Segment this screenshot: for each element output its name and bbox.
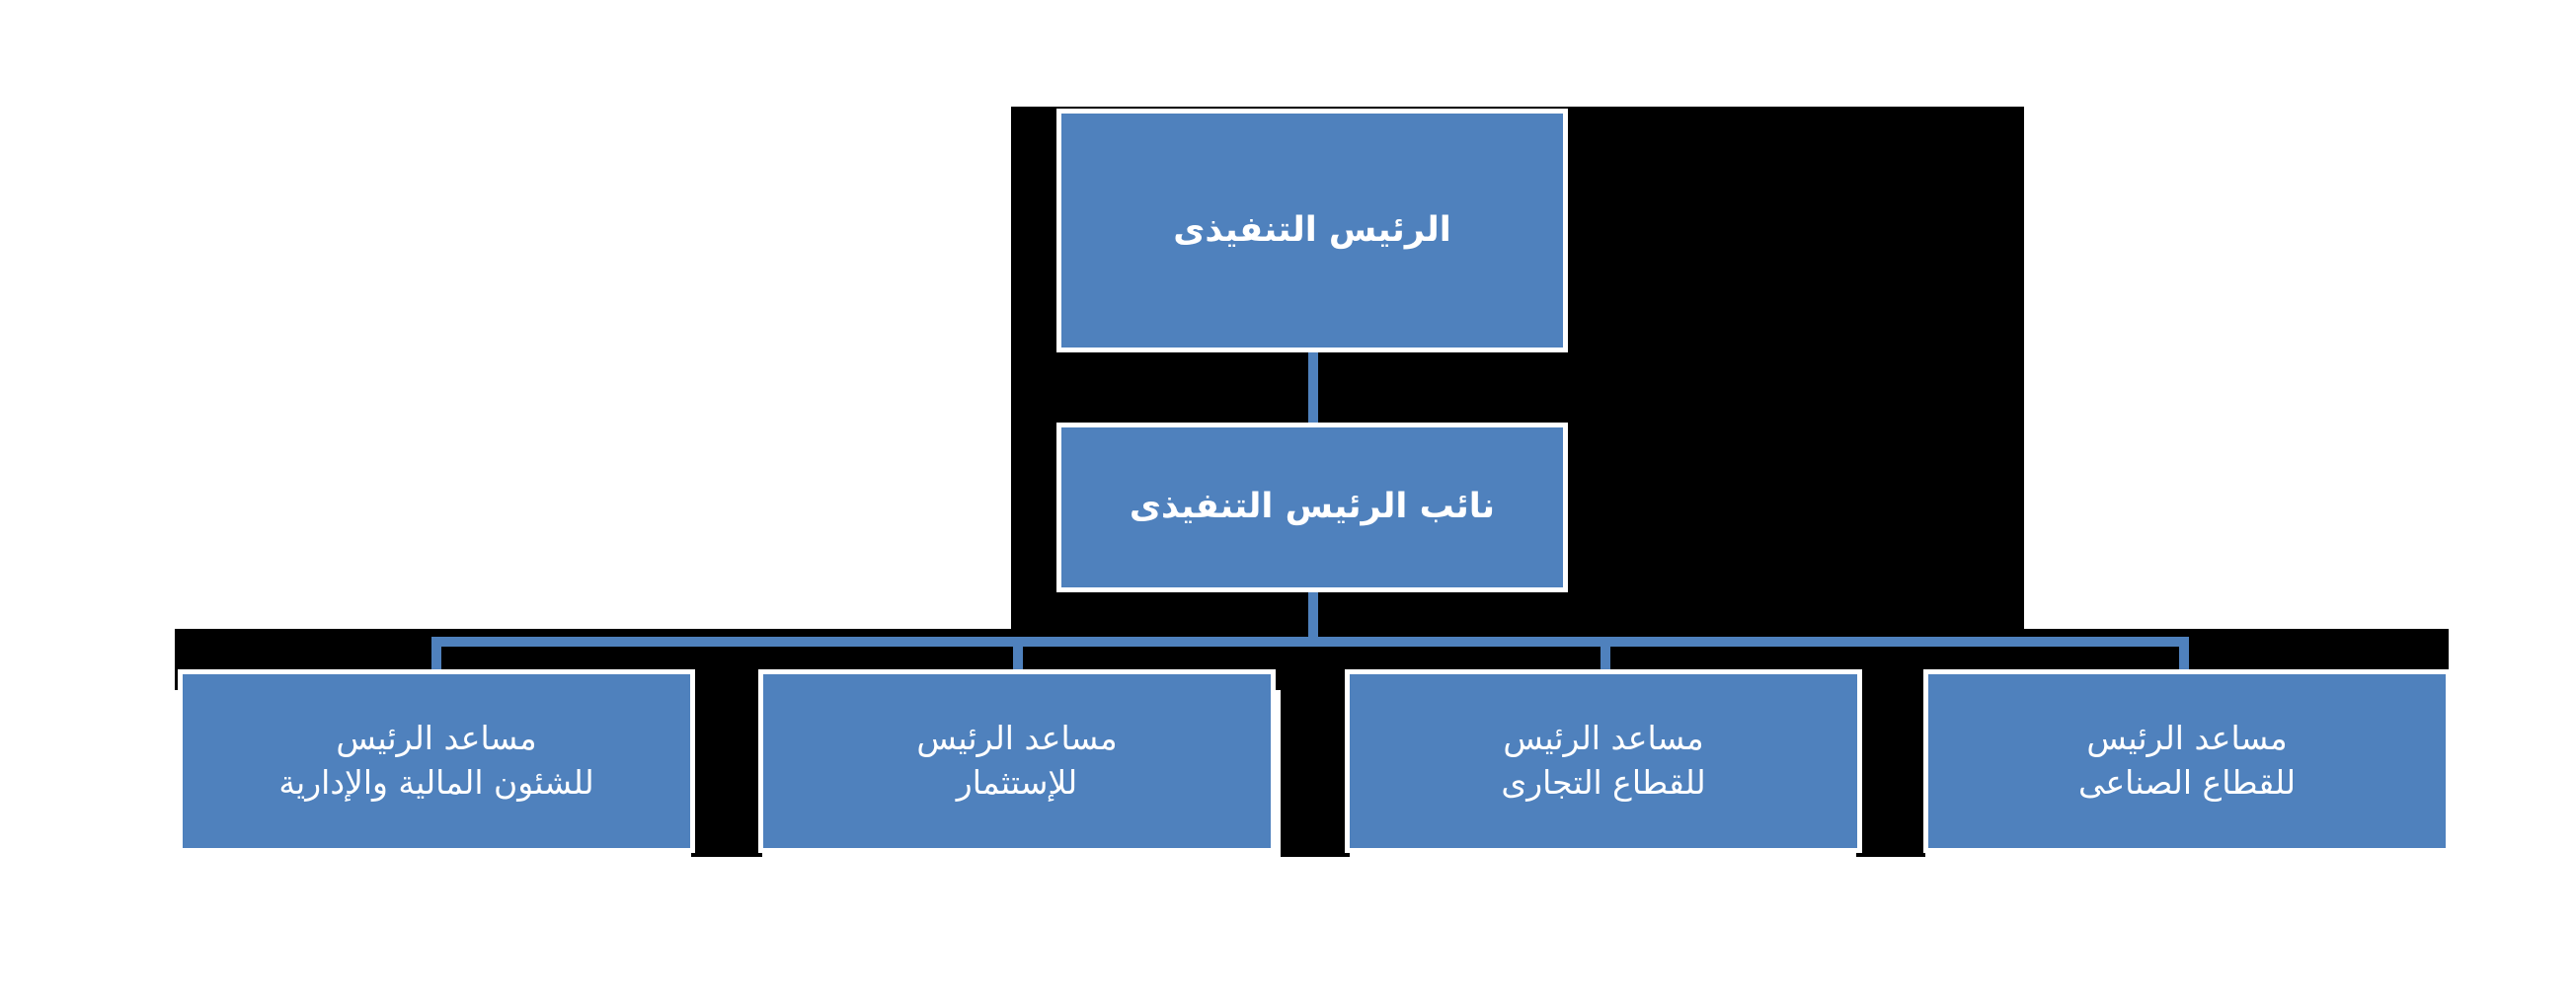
node-assistant-finance-admin[interactable]: مساعد الرئيس للشئون المالية والإدارية: [178, 669, 695, 853]
node-assistant-finance-admin-label: مساعد الرئيس للشئون المالية والإدارية: [278, 719, 594, 802]
connector-drop-commercial: [1600, 637, 1610, 679]
backdrop-gap-3: [1856, 671, 1925, 857]
node-assistant-investment-label: مساعد الرئيس للإستثمار: [916, 719, 1118, 802]
node-assistant-commercial[interactable]: مساعد الرئيس للقطاع التجارى: [1345, 669, 1862, 853]
node-ceo-label: الرئيس التنفيذى: [1173, 209, 1451, 250]
backdrop-gap-2: [1281, 671, 1350, 857]
node-assistant-industrial[interactable]: مساعد الرئيس للقطاع الصناعى: [1923, 669, 2451, 853]
connector-horizontal-bus: [431, 637, 2189, 647]
node-deputy-ceo-label: نائب الرئيس التنفيذى: [1129, 487, 1496, 527]
node-assistant-investment[interactable]: مساعد الرئيس للإستثمار: [758, 669, 1276, 853]
node-assistant-industrial-label: مساعد الرئيس للقطاع الصناعى: [2077, 719, 2297, 802]
connector-ceo-to-deputy: [1308, 350, 1318, 425]
connector-drop-investment: [1013, 637, 1023, 679]
node-assistant-commercial-label: مساعد الرئيس للقطاع التجارى: [1501, 719, 1706, 802]
connector-drop-finance-admin: [431, 637, 441, 679]
node-ceo[interactable]: الرئيس التنفيذى: [1056, 109, 1568, 352]
backdrop-gap-1: [691, 671, 762, 857]
node-deputy-ceo[interactable]: نائب الرئيس التنفيذى: [1056, 423, 1568, 592]
connector-deputy-to-bus: [1308, 589, 1318, 644]
connector-drop-industrial: [2179, 637, 2189, 679]
